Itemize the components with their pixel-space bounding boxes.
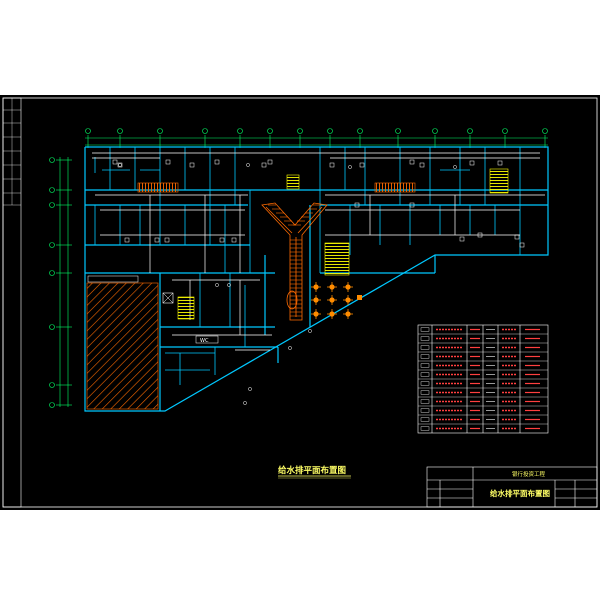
axis-bubble [49,270,55,276]
valve-symbol [246,163,250,167]
fixture-symbol [261,162,267,168]
fixture-symbol [165,159,171,165]
legend-symbol [420,399,430,404]
drawing-title-group: 给水排平面布置图 [278,465,351,479]
central-atrium-feature [261,202,328,321]
fixture-symbol [164,237,170,243]
fixture-symbol [219,237,225,243]
axis-bubble [267,128,273,134]
title-block-project: 银行投资工程 [512,470,546,478]
legend-symbol [420,426,430,431]
fixture-symbol [519,242,525,248]
bench-west [137,182,179,193]
drawing-sheet: WC 给水排平面布置图 [0,95,600,510]
valve-symbol [215,283,219,287]
stair-small [286,174,300,190]
legend-symbol [420,372,430,377]
axis-bubble [49,202,55,208]
legend-symbol [420,345,430,350]
fixture-symbol [267,159,273,165]
axis-bubble [327,128,333,134]
fixture-symbol [469,160,475,166]
fixture-symbol [124,237,130,243]
legend-symbol [420,327,430,332]
round-table [286,290,298,310]
valve-symbol [227,283,231,287]
fixture-symbol [154,237,160,243]
axis-bubble [202,128,208,134]
left-dimension-chain [59,157,69,407]
axis-bubble [85,128,91,134]
legend-symbol [420,390,430,395]
floor-plan-drawing: WC 给水排平面布置图 [2,97,598,508]
fixture-symbol [497,160,503,166]
legend-symbol [420,354,430,359]
legend-symbol [420,381,430,386]
fixture-symbol [329,162,335,168]
room-label-box [87,275,139,283]
title-block-sheet-title: 给水排平面布置图 [490,488,550,498]
title-block [426,466,598,508]
legend-symbol [420,363,430,368]
valve-symbol [243,401,247,405]
axis-bubble [49,242,55,248]
axis-bubble [542,128,548,134]
left-dimension-ticks [49,157,72,408]
hatched-room [86,282,159,410]
axis-bubble [357,128,363,134]
valve-symbol [248,387,252,391]
top-dimension-chain [85,137,548,146]
legend-symbol [420,417,430,422]
fixture-symbol [231,237,237,243]
fixture-symbol [117,162,123,168]
axis-bubble [157,128,163,134]
stair-north-east [489,168,509,194]
axis-bubble [117,128,123,134]
fixture-symbol [354,202,360,208]
bench-east [374,182,416,193]
axis-bubble [49,157,55,163]
axis-bubble [502,128,508,134]
binding-strip-cells [3,98,21,206]
valve-symbol [288,346,292,350]
legend-symbol [420,336,430,341]
axis-bubble [49,402,55,408]
axis-bubble [395,128,401,134]
axis-bubble [49,382,55,388]
equipment-box [162,292,174,304]
fixture-symbol [514,234,520,240]
axis-bubble [297,128,303,134]
drawing-title: 给水排平面布置图 [278,465,346,476]
valve-symbol [118,163,122,167]
interior-partitions [94,147,521,385]
table [357,295,362,300]
axis-bubble [467,128,473,134]
fixture-symbol [459,236,465,242]
wc-label-box [195,335,219,344]
top-dimension-ticks [85,128,548,148]
legend-rows [418,327,548,431]
fixture-symbol [409,159,415,165]
dining-tables [311,282,362,319]
axis-bubble [49,187,55,193]
fixture-symbol [419,162,425,168]
legend-symbol [420,408,430,413]
fixture-symbol [477,232,483,238]
valve-symbol [348,165,352,169]
atrium-stair-ticks [268,204,321,317]
stair-west [177,296,195,320]
fixture-symbol [214,159,220,165]
fixture-symbol [189,162,195,168]
axis-bubble [49,324,55,330]
fixture-symbol [409,202,415,208]
valve-symbol [453,165,457,169]
fixture-symbol [112,159,118,165]
stair-central [324,242,350,276]
valve-symbol [308,329,312,333]
axis-bubble [237,128,243,134]
axis-bubble [432,128,438,134]
wc-label: WC [200,338,209,344]
fixture-symbol [359,162,365,168]
